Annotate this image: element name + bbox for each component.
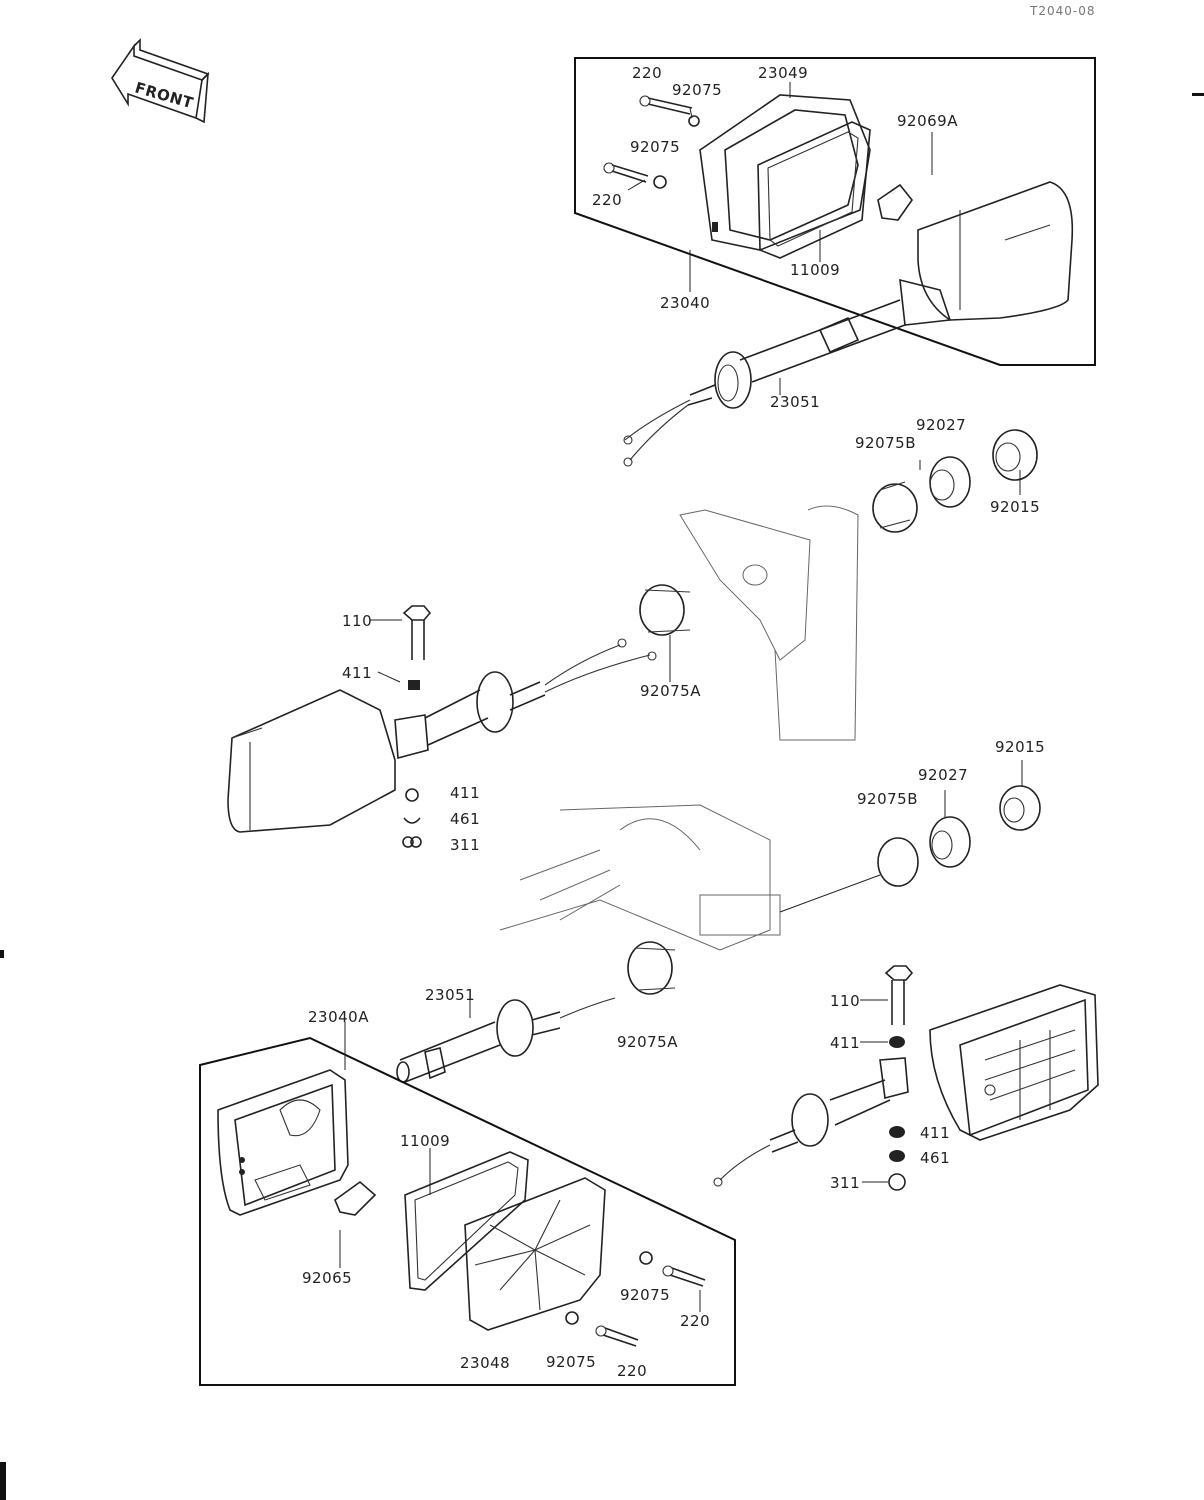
lower-grommet-92075A — [627, 941, 676, 995]
callout-23051: 23051 — [770, 393, 820, 411]
left-washer-411 — [405, 788, 419, 802]
upper-lamp-housing — [899, 181, 1074, 326]
lower-washer-92027 — [929, 816, 971, 868]
callout-411: 411 — [450, 784, 480, 802]
callout-23040a: 23040A — [308, 1008, 369, 1026]
callout-92075a: 92075A — [617, 1033, 678, 1051]
lower-screw-220 — [595, 1325, 639, 1347]
left-bolt-110 — [402, 605, 432, 660]
sheet-code: T2040-08 — [1030, 4, 1096, 18]
left-signal-lamp — [227, 638, 657, 833]
callout-92027: 92027 — [918, 766, 968, 784]
left-washer-411 — [408, 680, 420, 690]
lower-washer-92075 — [639, 1251, 653, 1265]
callout-411: 411 — [342, 664, 372, 682]
callout-92075b: 92075B — [855, 434, 916, 452]
callout-461: 461 — [920, 1149, 950, 1167]
lower-stem-23051 — [396, 997, 616, 1083]
upper-stem-23051 — [623, 299, 906, 467]
front-arrow-icon: FRONT — [111, 38, 210, 124]
callout-220: 220 — [617, 1362, 647, 1380]
lower-bolt-110 — [884, 965, 914, 1025]
lower-nut-92015 — [999, 785, 1041, 831]
lower-washer-461 — [889, 1150, 905, 1162]
upper-nut-92015 — [992, 429, 1038, 481]
upper-leaders — [627, 82, 933, 395]
callout-411: 411 — [830, 1034, 860, 1052]
lower-screw-220 — [662, 1265, 706, 1287]
lower-nut-311 — [888, 1173, 906, 1191]
upper-reflector-23049 — [699, 94, 871, 251]
callout-92075: 92075 — [620, 1286, 670, 1304]
callout-220: 220 — [632, 64, 662, 82]
left-washer-461 — [403, 817, 421, 824]
callout-110: 110 — [830, 992, 860, 1010]
callout-220: 220 — [680, 1312, 710, 1330]
callout-11009: 11009 — [400, 1132, 450, 1150]
upper-screw-220 — [639, 95, 693, 115]
edge-tick-mark — [1192, 93, 1204, 96]
callout-92075b: 92075B — [857, 790, 918, 808]
lower-inset-frame — [199, 1036, 736, 1386]
callout-92015: 92015 — [995, 738, 1045, 756]
callout-220: 220 — [592, 191, 622, 209]
callout-92075: 92075 — [546, 1353, 596, 1371]
callout-110: 110 — [342, 612, 372, 630]
callout-461: 461 — [450, 810, 480, 828]
callout-92015: 92015 — [990, 498, 1040, 516]
upper-washer-92075 — [688, 115, 700, 127]
upper-screw-220 — [603, 162, 649, 183]
lower-gasket-11009 — [404, 1151, 529, 1291]
upper-washer-92075 — [653, 175, 667, 189]
callout-311: 311 — [450, 836, 480, 854]
left-grommet-92075A — [639, 584, 691, 636]
callout-92069a: 92069A — [897, 112, 958, 130]
upper-rubber-92075B — [872, 481, 918, 533]
lower-washer-92075 — [565, 1311, 579, 1325]
edge-tick-mark — [0, 950, 4, 958]
left-nut-311 — [410, 836, 422, 848]
left-nut-311 — [402, 836, 414, 848]
lower-lens-23048 — [464, 1177, 606, 1331]
lower-bulb-92065 — [334, 1180, 377, 1216]
lower-housing-23040A — [217, 1069, 349, 1216]
upper-bulb-92069A — [877, 183, 913, 221]
callout-411: 411 — [920, 1124, 950, 1142]
lower-rubber-92075B — [877, 837, 919, 887]
frame-bracket — [499, 505, 859, 951]
lower-washer-411 — [889, 1036, 905, 1048]
callout-92027: 92027 — [916, 416, 966, 434]
upper-inset-frame — [574, 57, 1096, 366]
lower-washer-411 — [889, 1126, 905, 1138]
callout-23049: 23049 — [758, 64, 808, 82]
upper-gasket-11009 — [757, 121, 871, 259]
callout-92075a: 92075A — [640, 682, 701, 700]
callout-92075: 92075 — [630, 138, 680, 156]
callout-92075: 92075 — [672, 81, 722, 99]
callout-23040: 23040 — [660, 294, 710, 312]
callout-92065: 92065 — [302, 1269, 352, 1287]
callout-23048: 23048 — [460, 1354, 510, 1372]
callout-11009: 11009 — [790, 261, 840, 279]
callout-23051: 23051 — [425, 986, 475, 1004]
edge-tick-mark — [0, 1462, 6, 1500]
axis-line — [779, 874, 881, 913]
upper-washer-92027 — [929, 456, 971, 508]
callout-311: 311 — [830, 1174, 860, 1192]
lower-right-signal-lamp — [713, 984, 1099, 1187]
leader-411 — [377, 671, 401, 683]
